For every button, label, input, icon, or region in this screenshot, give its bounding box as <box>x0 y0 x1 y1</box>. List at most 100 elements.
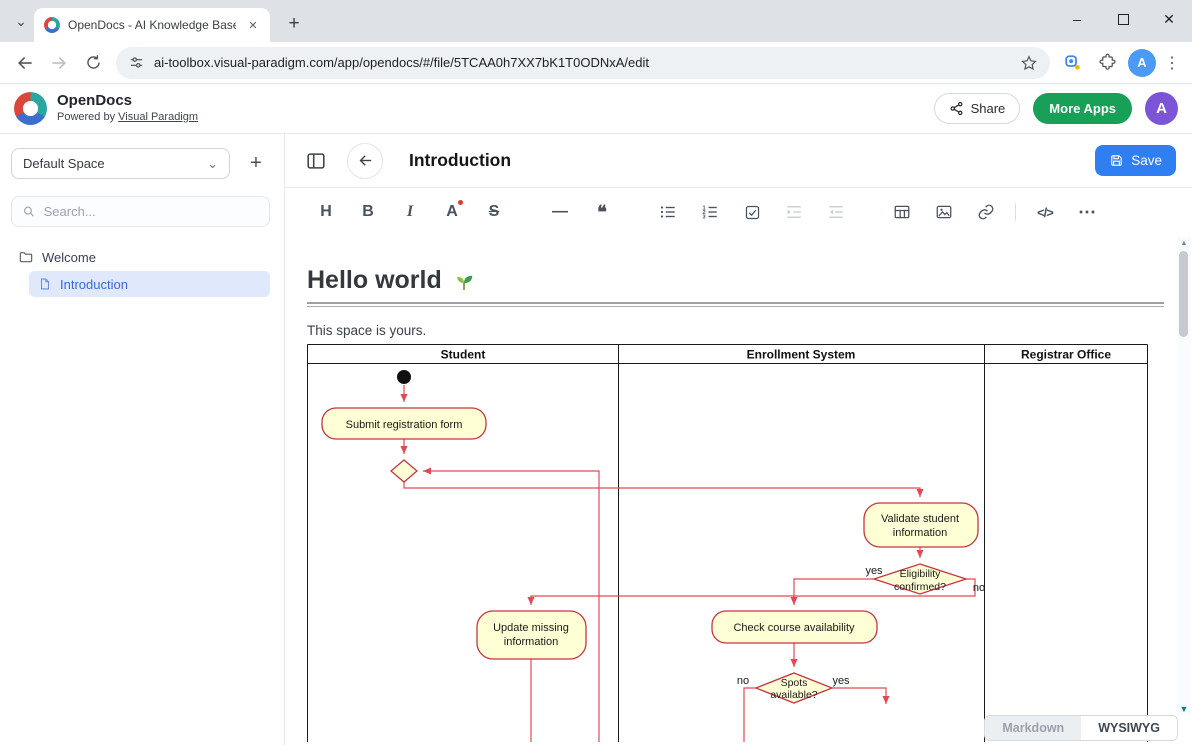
address-bar[interactable]: ai-toolbox.visual-paradigm.com/app/opend… <box>116 46 1050 79</box>
toolbar-more-button[interactable]: ⋯ <box>1078 201 1096 222</box>
node-submit-registration <box>321 407 487 440</box>
bullet-list-icon <box>660 206 675 218</box>
document-icon <box>40 278 50 290</box>
blockquote-button[interactable]: ❝ <box>597 201 607 222</box>
heading-button[interactable]: H <box>320 203 332 220</box>
outdent-button[interactable] <box>821 197 851 227</box>
table-button[interactable] <box>887 197 917 227</box>
svg-text:2: 2 <box>703 210 706 216</box>
label-validate-2: information <box>893 527 947 539</box>
bullet-list-button[interactable] <box>653 197 683 227</box>
maximize-icon <box>1117 13 1129 25</box>
code-button[interactable]: </> <box>1037 204 1054 220</box>
space-selector[interactable]: Default Space ⌄ <box>11 148 230 179</box>
markdown-mode-button[interactable]: Markdown <box>985 716 1082 740</box>
doc-title: Introduction <box>409 150 512 170</box>
edge-label-yes-eligibility: yes <box>865 565 883 577</box>
swimlane-frame <box>307 344 1148 742</box>
page-heading: Hello world <box>307 266 442 294</box>
wysiwyg-mode-button[interactable]: WYSIWYG <box>1081 716 1177 740</box>
task-list-button[interactable] <box>737 197 767 227</box>
share-icon <box>950 101 963 116</box>
minimize-button[interactable]: – <box>1073 11 1081 27</box>
search-input[interactable] <box>43 204 259 219</box>
powered-by: Powered by Visual Paradigm <box>57 111 198 125</box>
activity-diagram[interactable]: Student Enrollment System Registrar Offi… <box>307 344 1164 742</box>
reload-icon <box>86 55 100 69</box>
doc-back-button[interactable] <box>347 142 383 179</box>
link-button[interactable] <box>971 197 1001 227</box>
scroll-down-arrow[interactable]: ▼ <box>1179 704 1189 714</box>
decision-eligibility <box>871 563 969 595</box>
bold-button[interactable]: B <box>362 203 374 220</box>
tab-favicon <box>44 17 60 33</box>
tab-title: OpenDocs - AI Knowledge Base <box>68 18 236 32</box>
folder-icon <box>19 252 33 263</box>
browser-profile-avatar[interactable]: A <box>1128 48 1156 77</box>
chevron-down-icon: ⌄ <box>207 155 218 171</box>
browser-tab[interactable]: OpenDocs - AI Knowledge Base ✕ <box>34 8 270 42</box>
strikethrough-button[interactable]: S <box>488 203 500 220</box>
more-apps-button[interactable]: More Apps <box>1033 93 1132 124</box>
add-space-button[interactable]: + <box>242 150 270 178</box>
decision-spots <box>754 672 834 704</box>
bookmark-star-icon[interactable] <box>1020 54 1038 72</box>
tab-strip: ⌄ OpenDocs - AI Knowledge Base ✕ + – ✕ <box>0 0 1192 42</box>
browser-menu-kebab-icon[interactable]: ⋮ <box>1164 54 1180 72</box>
search-icon <box>23 206 34 217</box>
ordered-list-icon: 123 <box>703 205 717 220</box>
label-validate-1: Validate student <box>881 513 959 525</box>
sidebar-search[interactable] <box>11 196 270 227</box>
lens-icon[interactable] <box>1056 46 1090 80</box>
sidebar-toggle-button[interactable] <box>301 146 331 176</box>
maximize-button[interactable] <box>1100 0 1146 38</box>
space-name: Default Space <box>23 156 105 171</box>
forward-button[interactable] <box>42 46 76 80</box>
site-info-icon[interactable] <box>128 54 145 71</box>
italic-button[interactable]: I <box>406 203 414 220</box>
user-avatar[interactable]: A <box>1145 92 1178 125</box>
initial-node <box>397 370 411 384</box>
outdent-icon <box>829 206 843 218</box>
panel-icon <box>307 152 325 169</box>
visual-paradigm-link[interactable]: Visual Paradigm <box>118 111 199 123</box>
tab-close-icon[interactable]: ✕ <box>248 19 258 32</box>
image-button[interactable] <box>929 197 959 227</box>
tree-item-welcome[interactable]: Welcome <box>11 245 270 269</box>
indent-icon <box>787 206 801 218</box>
label-spots-2: available? <box>770 689 817 701</box>
tab-search-chevron-icon[interactable]: ⌄ <box>15 12 27 29</box>
app-header: OpenDocs Powered by Visual Paradigm Shar… <box>0 84 1192 134</box>
document-body[interactable]: Hello world This space is yours. <box>285 236 1192 742</box>
checkbox-icon <box>745 205 759 219</box>
edge-label-yes-spots: yes <box>832 675 850 687</box>
horizontal-rule-button[interactable]: — <box>552 203 568 220</box>
url-text[interactable]: ai-toolbox.visual-paradigm.com/app/opend… <box>154 55 649 70</box>
reload-button[interactable] <box>76 46 110 80</box>
svg-text:3: 3 <box>703 214 706 220</box>
node-update-missing <box>476 610 587 660</box>
new-tab-button[interactable]: + <box>288 13 300 34</box>
arrow-right-icon <box>52 56 66 69</box>
tree-item-label: Welcome <box>42 249 96 265</box>
extensions-puzzle-icon[interactable] <box>1090 46 1124 80</box>
image-icon <box>936 205 952 219</box>
label-check: Check course availability <box>733 622 855 634</box>
indent-button[interactable] <box>779 197 809 227</box>
save-icon <box>1111 155 1122 166</box>
save-button[interactable]: Save <box>1095 145 1176 176</box>
font-color-button[interactable]: A <box>437 197 467 227</box>
window-close-button[interactable]: ✕ <box>1163 10 1175 27</box>
label-eligibility-1: Eligibility <box>900 568 942 580</box>
scrollbar-thumb[interactable] <box>1179 251 1188 337</box>
scroll-up-arrow[interactable]: ▲ <box>1180 239 1188 247</box>
back-button[interactable] <box>8 46 42 80</box>
share-button[interactable]: Share <box>933 93 1021 124</box>
tree-item-introduction[interactable]: Introduction <box>29 271 270 297</box>
lane-enrollment-system: Enrollment System <box>747 348 856 362</box>
editor-scrollbar[interactable]: ▲ ▼ <box>1177 237 1191 715</box>
edge-label-no-eligibility: no <box>973 582 985 594</box>
